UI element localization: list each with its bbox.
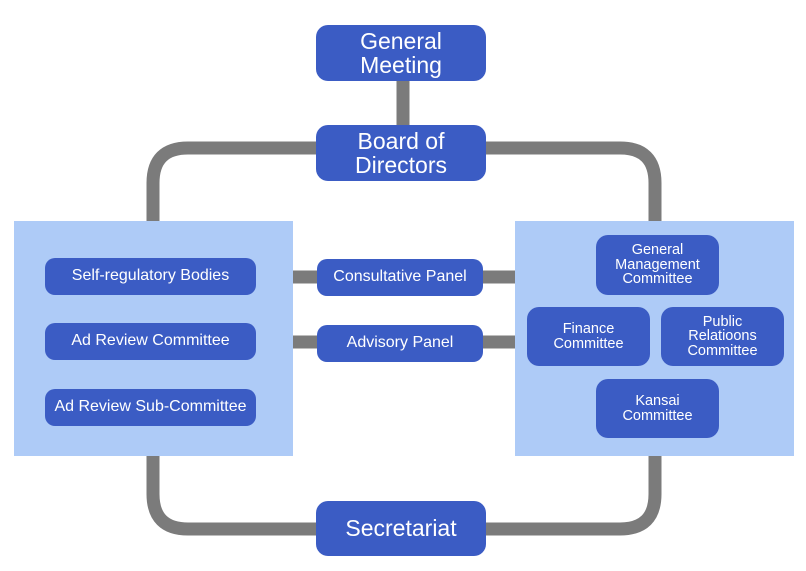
connector-board-right: [486, 141, 662, 222]
kansai-committee-node: Kansai Committee: [596, 379, 719, 438]
connector-right-secretariat: [486, 455, 662, 536]
advisory-panel-node: Advisory Panel: [317, 325, 483, 362]
connector-left-secretariat: [146, 455, 316, 536]
secretariat-node: Secretariat: [316, 501, 486, 556]
ad-review-committee-node: Ad Review Committee: [45, 323, 256, 360]
general-management-committee-node: General Management Committee: [596, 235, 719, 295]
ad-review-sub-committee-node: Ad Review Sub-Committee: [45, 389, 256, 426]
general-meeting-node: General Meeting: [316, 25, 486, 81]
public-relations-committee-node: Public Relatioons Committee: [661, 307, 784, 366]
board-of-directors-node: Board of Directors: [316, 125, 486, 181]
finance-committee-node: Finance Committee: [527, 307, 650, 366]
connector-board-left: [146, 141, 316, 222]
self-regulatory-bodies-node: Self-regulatory Bodies: [45, 258, 256, 295]
consultative-panel-node: Consultative Panel: [317, 259, 483, 296]
